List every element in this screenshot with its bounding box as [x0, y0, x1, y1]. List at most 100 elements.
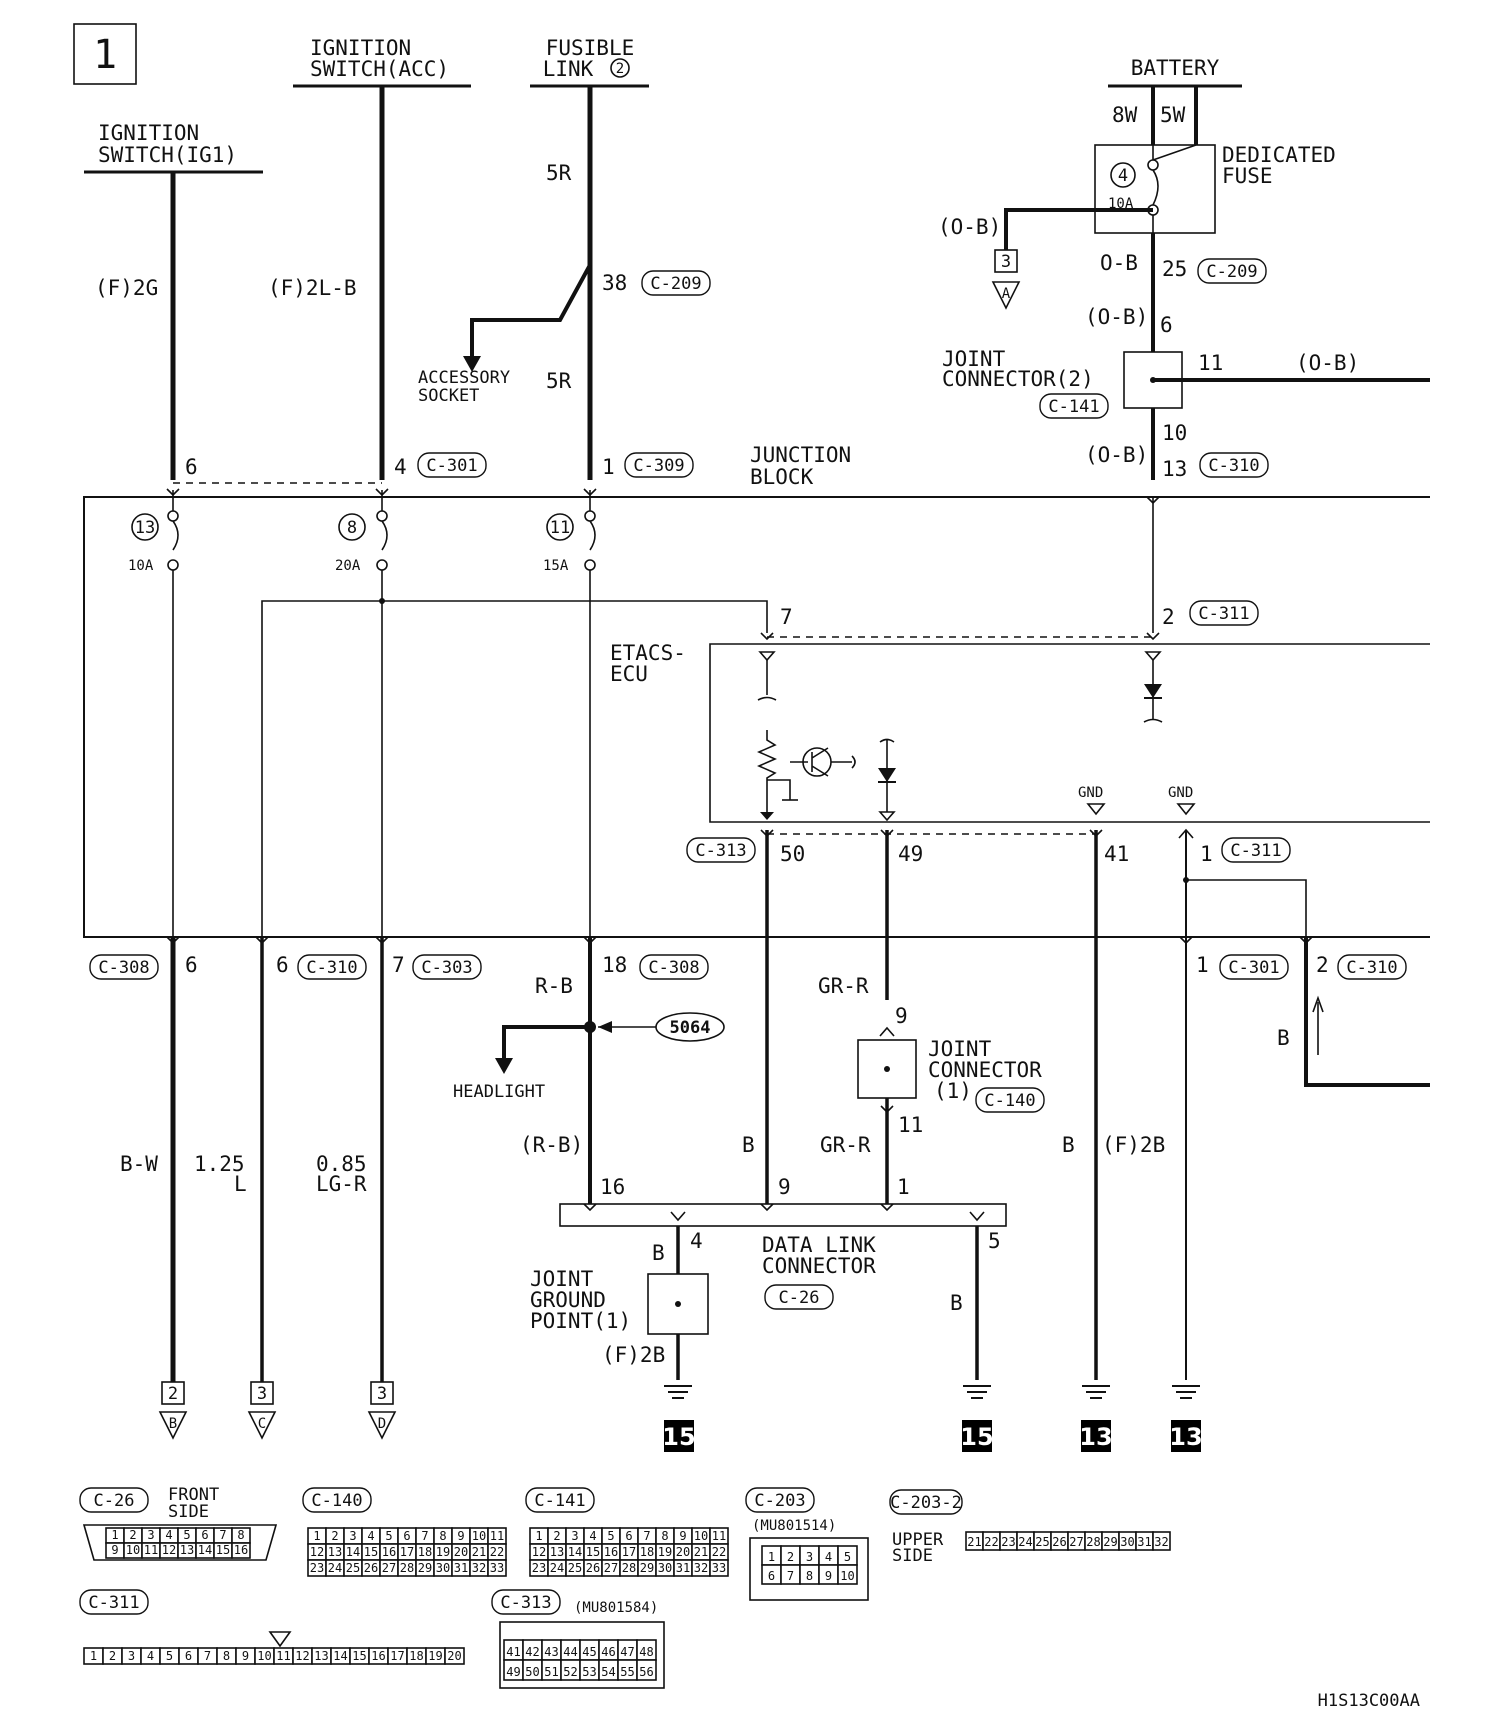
svg-text:8: 8	[347, 518, 357, 538]
c2032-pin: 28	[1086, 1535, 1100, 1549]
svg-text:6: 6	[185, 455, 198, 479]
svg-text:C-140: C-140	[311, 1491, 362, 1511]
c141-pin: 7	[643, 1529, 650, 1543]
connector-c301: C-301	[417, 452, 487, 478]
connector-c209-b: C-209	[1197, 258, 1267, 284]
c26-pin: 13	[180, 1543, 194, 1557]
connector-c309: C-309	[624, 452, 694, 478]
c140-pin: 26	[364, 1561, 378, 1575]
c141-pin: 12	[532, 1545, 546, 1559]
diagram-code: H1S13C00AA	[1318, 1691, 1420, 1711]
c203-pin: 4	[825, 1550, 832, 1564]
ground-13-a: 13	[1079, 1385, 1113, 1452]
c203-pin: 8	[806, 1569, 813, 1583]
svg-text:13: 13	[135, 518, 155, 538]
c141-pin: 20	[676, 1545, 690, 1559]
c2032-pin: 31	[1137, 1535, 1151, 1549]
c203-pin: 10	[840, 1569, 854, 1583]
c141-pin: 19	[658, 1545, 672, 1559]
svg-text:C-311: C-311	[1198, 604, 1249, 624]
c2032-pin: 32	[1154, 1535, 1168, 1549]
svg-text:15A: 15A	[543, 558, 569, 574]
c141-pin: 29	[640, 1561, 654, 1575]
svg-text:C-313: C-313	[695, 841, 746, 861]
svg-text:C-140: C-140	[984, 1091, 1035, 1111]
c140-pin: 22	[490, 1545, 504, 1559]
c141-pin: 26	[586, 1561, 600, 1575]
junction-block-text-line-2: BLOCK	[750, 465, 814, 489]
c140-pin: 30	[436, 1561, 450, 1575]
accessory-socket-text-line-1: ACCESSORY	[418, 368, 510, 388]
c313-pin: 50	[525, 1665, 539, 1679]
fuse-11: 11 15A	[543, 510, 596, 574]
c311-pin: 3	[128, 1649, 135, 1663]
c2032-pin: 22	[984, 1535, 998, 1549]
connector-c311-a: C-311	[1189, 600, 1259, 626]
c141-pin: 17	[622, 1545, 636, 1559]
c2032-note-line-1: UPPER	[892, 1530, 944, 1550]
c140-cell	[487, 1559, 507, 1577]
c311-pin: 13	[314, 1649, 328, 1663]
c141-pin: 27	[604, 1561, 618, 1575]
svg-text:25: 25	[1162, 257, 1187, 281]
c140-pin: 7	[421, 1529, 428, 1543]
svg-text:18: 18	[602, 953, 627, 977]
c141-pin: 4	[589, 1529, 596, 1543]
svg-text:C-26: C-26	[779, 1288, 820, 1308]
c140-pin: 14	[346, 1545, 360, 1559]
c313-pin: 48	[639, 1645, 653, 1659]
svg-text:B: B	[169, 1416, 177, 1432]
c26-pin: 3	[147, 1528, 154, 1542]
svg-text:0.85: 0.85	[316, 1152, 367, 1176]
arrow-accessory-socket	[463, 356, 481, 372]
svg-text:50: 50	[780, 842, 805, 866]
svg-text:FUSIBLE: FUSIBLE	[546, 36, 635, 60]
c140-pin: 33	[490, 1561, 504, 1575]
c311-pin: 17	[390, 1649, 404, 1663]
c311-pin: 14	[333, 1649, 347, 1663]
c141-pin: 24	[550, 1561, 564, 1575]
c140-pin: 8	[439, 1529, 446, 1543]
svg-text:(F)2B: (F)2B	[602, 1343, 665, 1367]
svg-text:(O-B): (O-B)	[938, 215, 1001, 239]
c141-pin: 5	[607, 1529, 614, 1543]
svg-text:1: 1	[602, 455, 615, 479]
offpage-c: 3 C	[247, 1381, 277, 1440]
c140-pin: 32	[472, 1561, 486, 1575]
c141-pin: 30	[658, 1561, 672, 1575]
c311-pin: 15	[352, 1649, 366, 1663]
svg-text:O-B: O-B	[1100, 251, 1138, 275]
svg-text:11: 11	[1198, 351, 1223, 375]
svg-text:11: 11	[898, 1113, 923, 1137]
svg-text:L: L	[234, 1172, 247, 1196]
c140-pin: 9	[457, 1529, 464, 1543]
svg-text:4: 4	[394, 455, 407, 479]
svg-text:C-313: C-313	[500, 1593, 551, 1613]
c26-pin: 15	[216, 1543, 230, 1557]
c141-pin: 32	[694, 1561, 708, 1575]
svg-text:D: D	[378, 1416, 386, 1432]
c141-pin: 1	[535, 1529, 542, 1543]
svg-text:GND: GND	[1168, 785, 1193, 801]
svg-text:15: 15	[960, 1423, 993, 1451]
connector-c310-a: C-310	[1199, 452, 1269, 478]
c140-pin: 15	[364, 1545, 378, 1559]
svg-text:C-141: C-141	[534, 1491, 585, 1511]
c311-cell	[444, 1647, 465, 1665]
c141-pin: 10	[694, 1529, 708, 1543]
c140-pin: 29	[418, 1561, 432, 1575]
c2032-pin: 26	[1052, 1535, 1066, 1549]
svg-text:49: 49	[898, 842, 923, 866]
svg-text:(MU801584): (MU801584)	[574, 1600, 658, 1616]
c141-pin: 31	[676, 1561, 690, 1575]
ignition-acc-text-line-1: IGNITION	[310, 36, 411, 60]
svg-text:13: 13	[1079, 1423, 1112, 1451]
svg-text:10: 10	[1162, 421, 1187, 445]
c313-pin: 56	[639, 1665, 653, 1679]
svg-text:A: A	[1002, 286, 1011, 302]
c141-pin: 8	[661, 1529, 668, 1543]
accessory-socket-text-line-2: SOCKET	[418, 386, 479, 406]
